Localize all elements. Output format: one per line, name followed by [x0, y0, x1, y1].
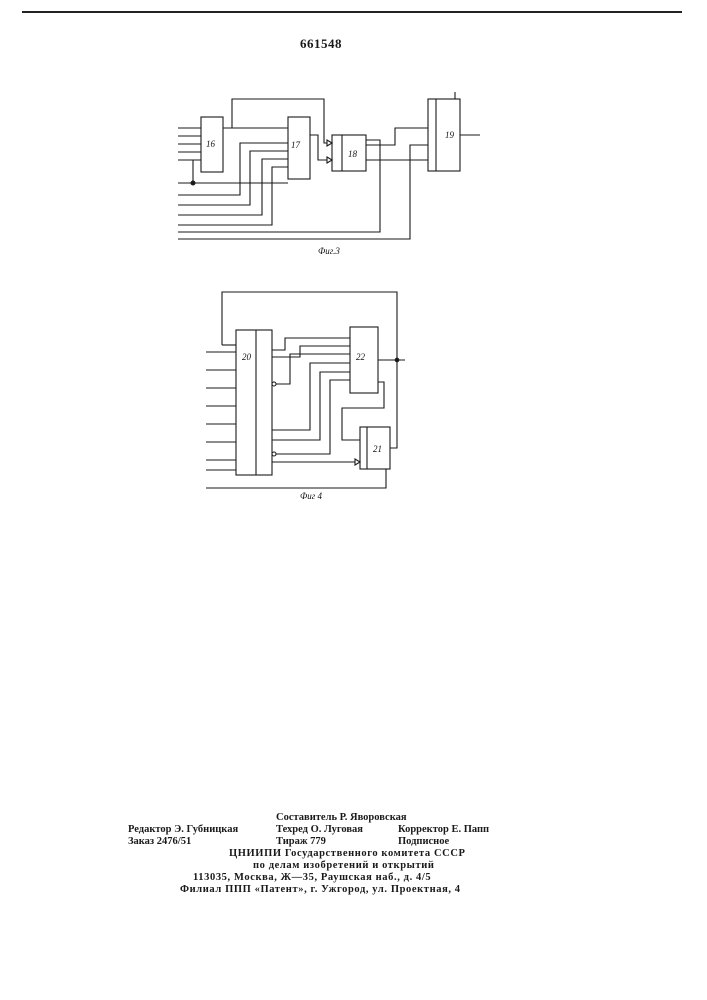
- subscription-line: Подписное: [398, 836, 449, 847]
- corrector-line: Корректор Е. Папп: [398, 824, 489, 835]
- org-line-2: по делам изобретений и открытий: [253, 860, 435, 871]
- block-20-label: 20: [242, 352, 252, 362]
- editor-line: Редактор Э. Губницкая: [128, 824, 238, 835]
- techred-line: Техред О. Луговая: [276, 824, 363, 835]
- block-22-label: 22: [356, 352, 366, 362]
- compiler-line: Составитель Р. Яворовская: [276, 812, 407, 823]
- order-line: Заказ 2476/51: [128, 836, 191, 847]
- block-21-label: 21: [373, 444, 382, 454]
- org-line-1: ЦНИИПИ Государственного комитета СССР: [229, 848, 466, 859]
- address-line: 113035, Москва, Ж—35, Раушская наб., д. …: [193, 872, 431, 883]
- figure-4-caption: Фиг 4: [300, 491, 322, 501]
- branch-line: Филиал ППП «Патент», г. Ужгород, ул. Про…: [180, 884, 461, 895]
- circulation-line: Тираж 779: [276, 836, 326, 847]
